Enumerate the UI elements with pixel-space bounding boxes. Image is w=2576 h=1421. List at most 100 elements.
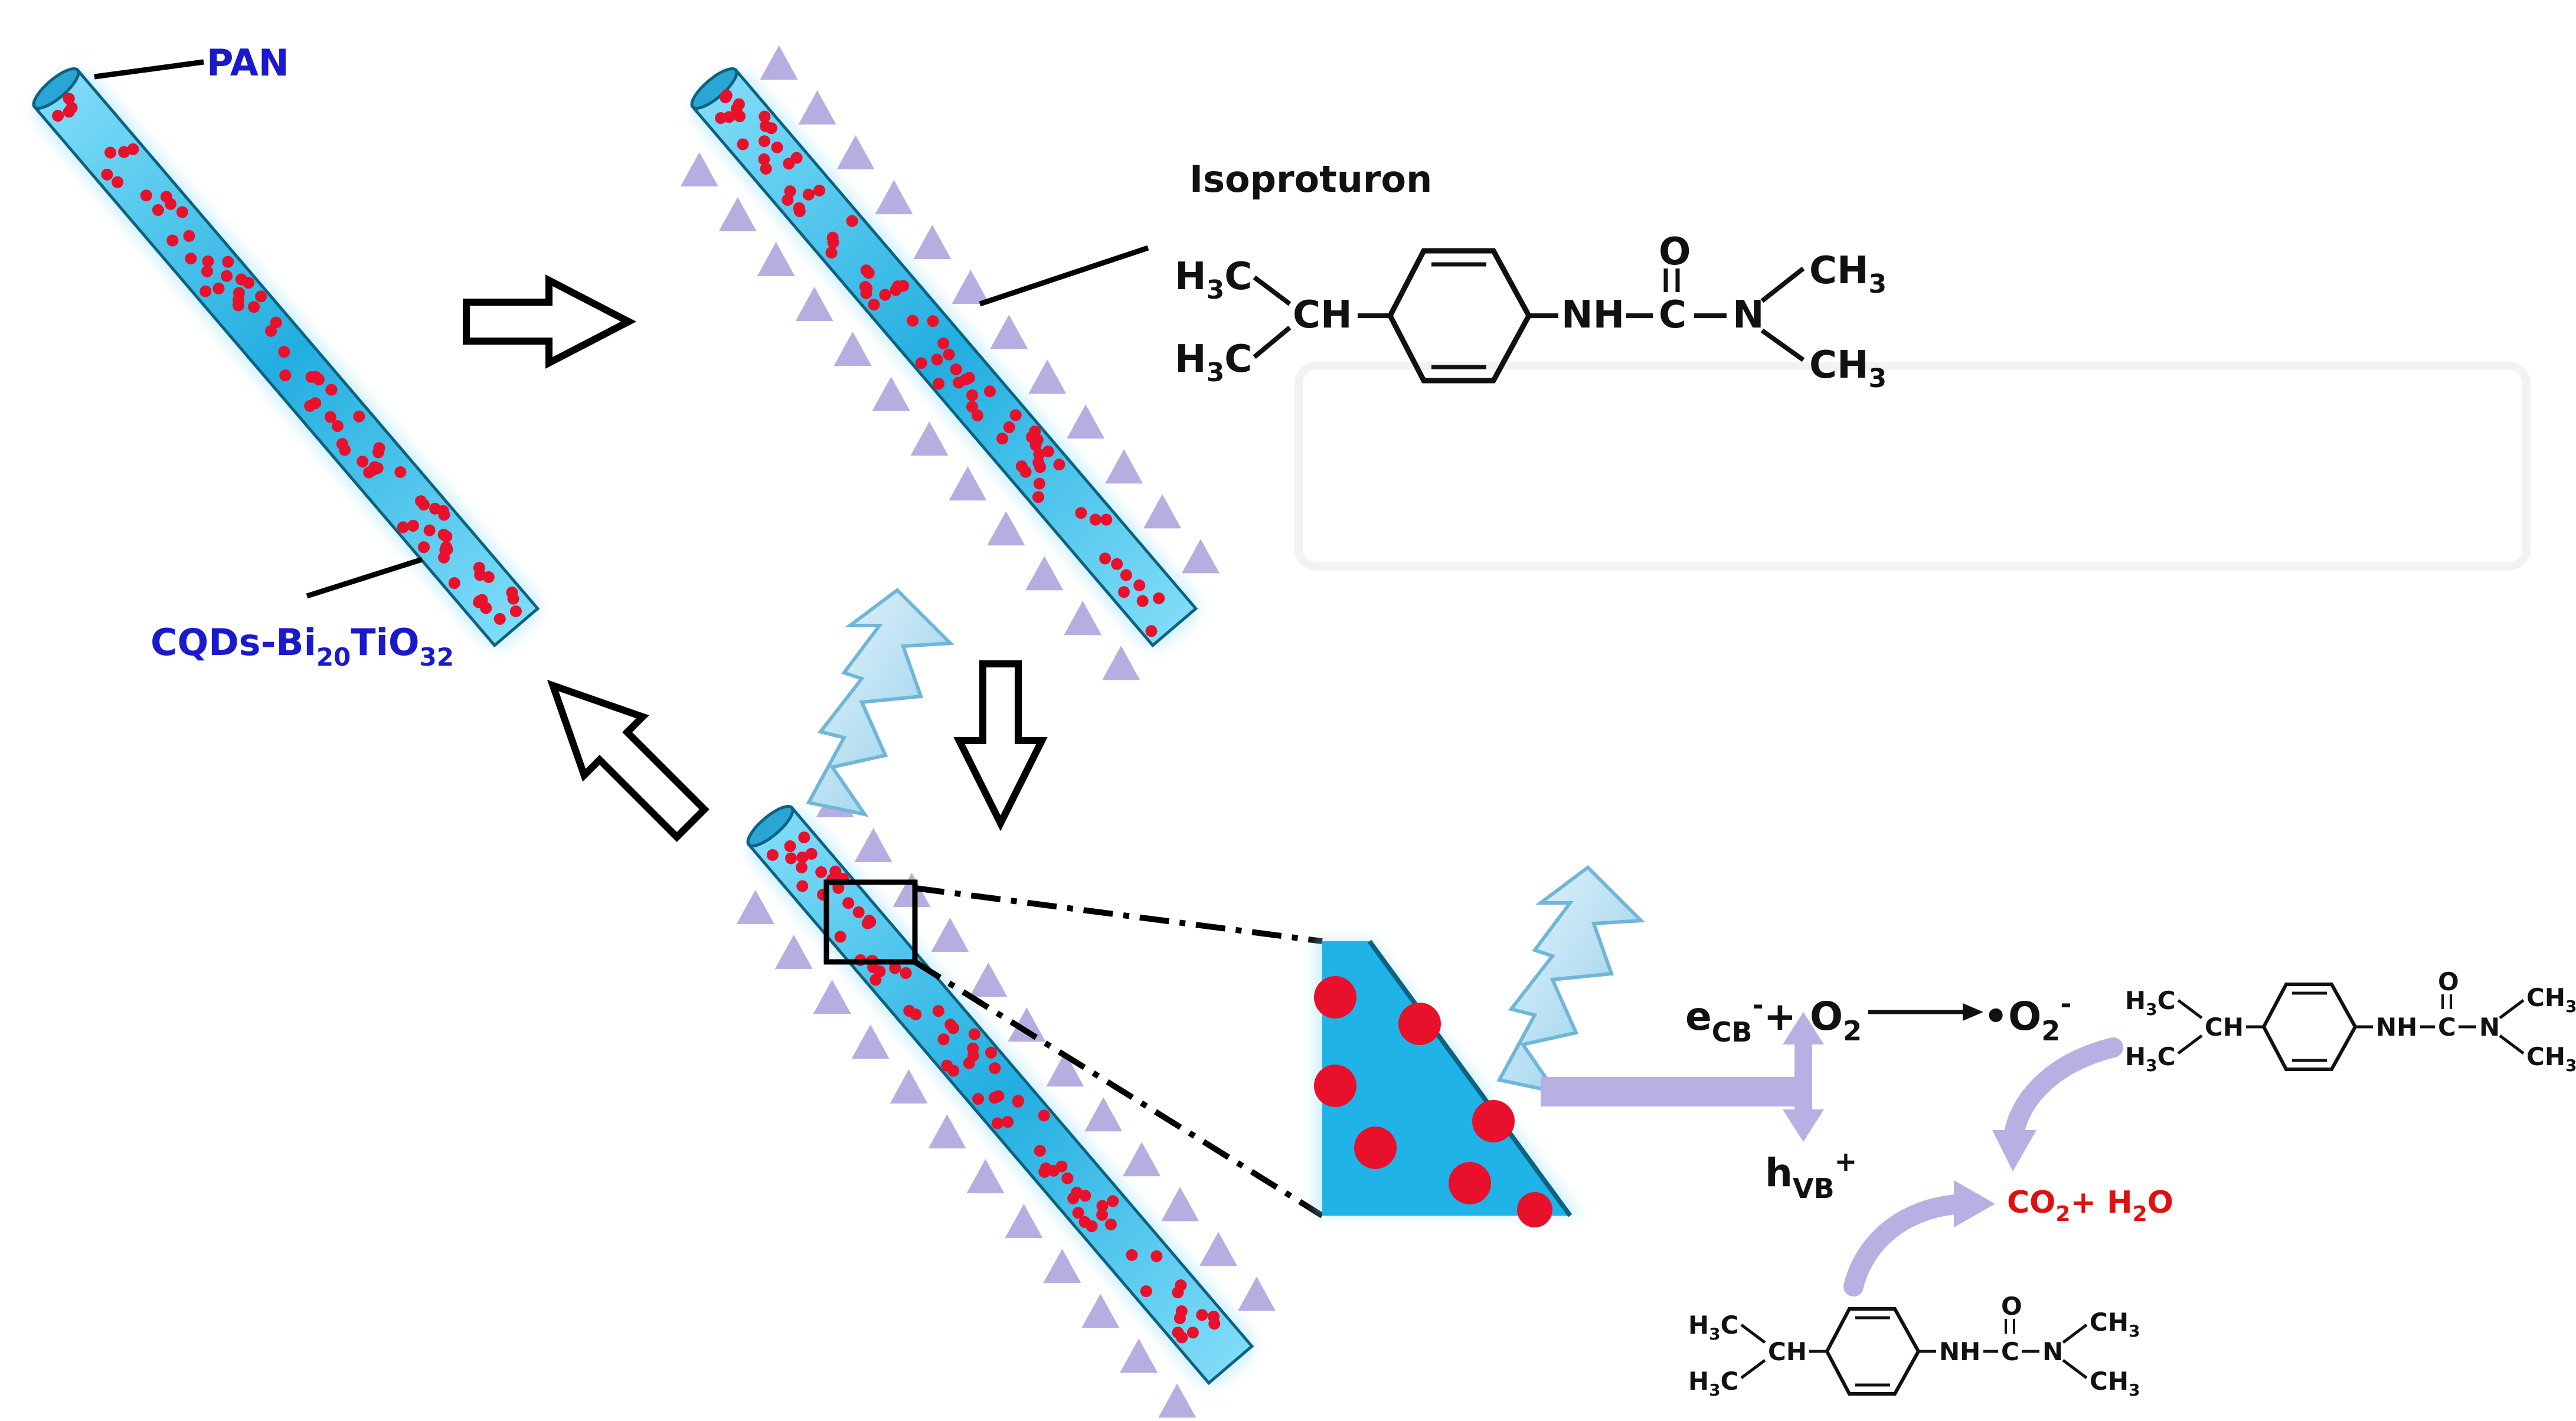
cqd-dot xyxy=(353,410,365,423)
cqd-dot xyxy=(944,1019,957,1031)
cqd-dot xyxy=(852,906,865,918)
isoproturon-triangle xyxy=(1025,556,1064,591)
cqd-dot xyxy=(1053,459,1065,471)
svg-text:CH3: CH3 xyxy=(2526,1042,2576,1075)
cqd-dot xyxy=(418,541,430,554)
cqd-dot xyxy=(313,374,325,386)
cqd-dot xyxy=(357,456,369,468)
isoproturon-triangles xyxy=(736,782,1276,1418)
cqd-dot xyxy=(101,168,113,181)
cqd-dot xyxy=(798,831,810,844)
cqd-dot xyxy=(796,851,809,863)
cqd-dot xyxy=(437,505,449,517)
svg-text:N: N xyxy=(2042,1337,2063,1366)
cqd-dot xyxy=(1089,513,1101,526)
cqd-dot xyxy=(1033,477,1045,490)
cqd-dot xyxy=(963,372,975,384)
cqd-dot xyxy=(1126,1249,1138,1261)
isoproturon-label: Isoproturon xyxy=(1189,158,1432,201)
isoproturon-triangle xyxy=(1120,1338,1158,1373)
isoproturon-triangle xyxy=(1158,1383,1197,1418)
cqd-dot xyxy=(1207,1310,1220,1322)
cqd-dot xyxy=(910,1008,922,1020)
products-label: CO2+ H2O xyxy=(2007,1185,2173,1226)
svg-text:CH: CH xyxy=(1768,1337,1807,1366)
cqd-dot xyxy=(248,301,260,313)
cqd-dot xyxy=(1012,1095,1024,1107)
svg-text:NH: NH xyxy=(1561,293,1624,337)
svg-text:O: O xyxy=(2001,1292,2022,1321)
fiber-pan-1 xyxy=(32,67,540,648)
isoproturon-triangle xyxy=(1102,646,1140,680)
isoproturon-triangle xyxy=(1043,1249,1081,1284)
cqd-dot xyxy=(915,357,927,369)
superoxide-radical: •O2- xyxy=(1983,988,2071,1047)
cqd-dot xyxy=(367,464,379,476)
cqd-dot xyxy=(988,1092,1001,1104)
cqd-dot xyxy=(1061,1172,1074,1184)
cqd-dot xyxy=(1029,433,1041,445)
cqd-dot xyxy=(868,299,880,311)
cqd-dot xyxy=(270,316,282,329)
cqd-dot xyxy=(968,1028,980,1040)
cqd-dot xyxy=(1186,1327,1199,1339)
cqd-dot xyxy=(332,420,344,433)
cqd-dot xyxy=(63,106,75,118)
svg-text:C: C xyxy=(2001,1337,2019,1366)
cqd-dot xyxy=(733,98,745,110)
cqd-dot xyxy=(201,265,213,277)
cqds-label: CQDs-Bi20TiO32 xyxy=(151,621,454,672)
cqd-dot xyxy=(1034,1145,1046,1157)
cqd-dot xyxy=(785,852,797,865)
cqd-dot xyxy=(52,110,64,122)
cqd-dot xyxy=(200,285,212,297)
cqd-dot xyxy=(372,446,385,459)
isoproturon-triangle xyxy=(969,962,1008,997)
isoproturon-triangle xyxy=(1046,1052,1084,1087)
cqd-dot xyxy=(509,605,522,617)
cqd-dot xyxy=(423,524,436,536)
cqd-dot xyxy=(213,282,225,294)
isoproturon-triangle xyxy=(913,225,952,260)
svg-text:CH: CH xyxy=(2205,1013,2244,1042)
cqd-dot xyxy=(140,189,152,202)
cqd-dot xyxy=(985,1046,998,1059)
cqd-dots xyxy=(715,89,1165,637)
cqd-dot xyxy=(480,602,492,614)
cqd-dot xyxy=(1140,1285,1152,1298)
isoproturon-triangle xyxy=(718,197,757,231)
cqd-dot xyxy=(1172,1327,1184,1339)
svg-text:H3C: H3C xyxy=(1175,255,1252,305)
lightning-bolt-icon xyxy=(1496,865,1645,1095)
cqd-dot xyxy=(796,861,808,873)
cqd-dot xyxy=(760,162,772,175)
cqd-dot xyxy=(1104,1218,1117,1230)
cqd-dot xyxy=(907,315,919,327)
cqd-dot xyxy=(439,543,452,556)
cqd-dot xyxy=(437,528,450,541)
cqd-dot xyxy=(1196,1309,1208,1321)
cqd-dot xyxy=(1038,1165,1051,1178)
cqd-dot xyxy=(859,281,871,293)
zoomed-fiber-section xyxy=(1313,938,1582,1227)
cqd-dot xyxy=(983,385,996,398)
isoproturon-structure-small: H3C H3C CH NH C O N CH3 CH3 xyxy=(1688,1292,2140,1400)
cqd-dots xyxy=(766,831,1221,1344)
isoproturon-triangle xyxy=(1064,601,1102,636)
cqd-dot xyxy=(183,230,195,242)
cqd-dot xyxy=(265,325,277,337)
cqd-dot xyxy=(832,882,845,894)
cqd-dot xyxy=(1111,558,1123,570)
isoproturon-triangle xyxy=(875,180,913,215)
isoproturon-triangle xyxy=(1238,1276,1276,1311)
cqd-dot xyxy=(784,840,796,852)
isoproturon-triangle xyxy=(872,376,910,411)
cqd-dot xyxy=(407,519,419,532)
cqd-dot xyxy=(790,152,803,164)
cqd-dot xyxy=(473,562,485,574)
cqd-dot xyxy=(1133,579,1146,591)
cqd-dot xyxy=(879,289,891,301)
cqd-dot xyxy=(967,1042,979,1055)
cqd-dot xyxy=(1032,456,1045,469)
